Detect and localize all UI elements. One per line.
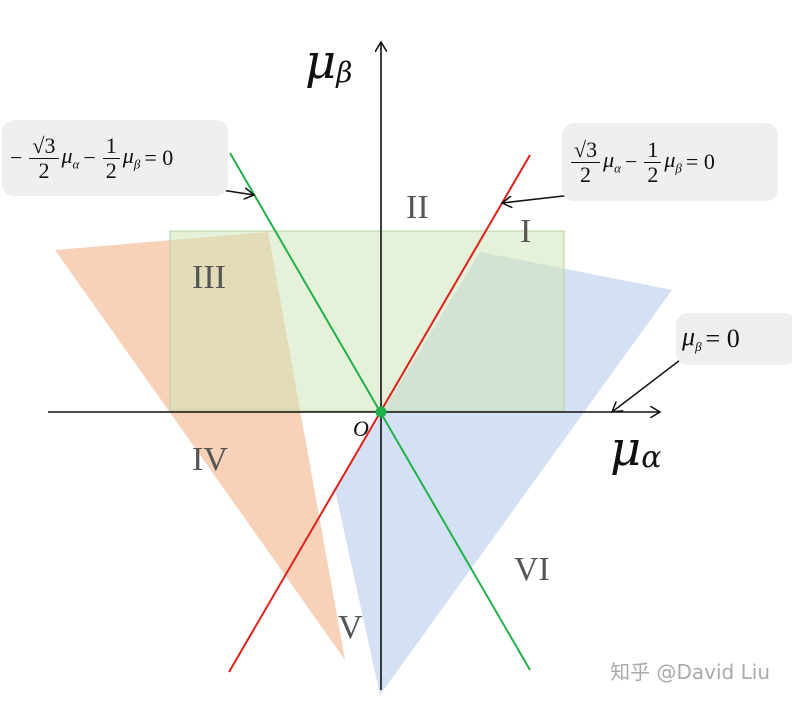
origin-label: O	[353, 416, 369, 441]
beta-zero-equation: μβ = 0	[676, 313, 792, 365]
origin-point	[375, 406, 387, 418]
x-axis-label: μα	[610, 421, 661, 477]
watermark: 知乎 @David Liu	[610, 660, 770, 684]
eq-variable: μα	[603, 147, 621, 176]
right-eq-pointer-arrow	[502, 194, 573, 203]
eq-variable: μβ	[682, 322, 702, 355]
eq-sign: −	[10, 145, 23, 170]
beta-eq-pointer-arrow	[612, 356, 685, 412]
sector-label-ii: II	[406, 189, 429, 226]
sector-label-vi: VI	[514, 551, 550, 588]
eq-operator: −	[83, 145, 96, 170]
sector-label-v: V	[338, 609, 363, 646]
y-axis-label: μβ	[305, 34, 352, 90]
green-rectangle-region	[169, 230, 565, 412]
eq-variable: μβ	[122, 143, 141, 172]
eq-rhs: = 0	[705, 324, 740, 353]
eq-rhs: = 0	[685, 149, 715, 174]
eq-variable: μβ	[664, 147, 682, 176]
eq-variable: μα	[61, 143, 80, 172]
sector-label-iv: IV	[192, 441, 228, 478]
eq-operator: −	[624, 149, 638, 174]
sector-label-iii: III	[192, 259, 226, 296]
sector-label-i: I	[520, 213, 531, 250]
eq-rhs: = 0	[144, 145, 174, 170]
